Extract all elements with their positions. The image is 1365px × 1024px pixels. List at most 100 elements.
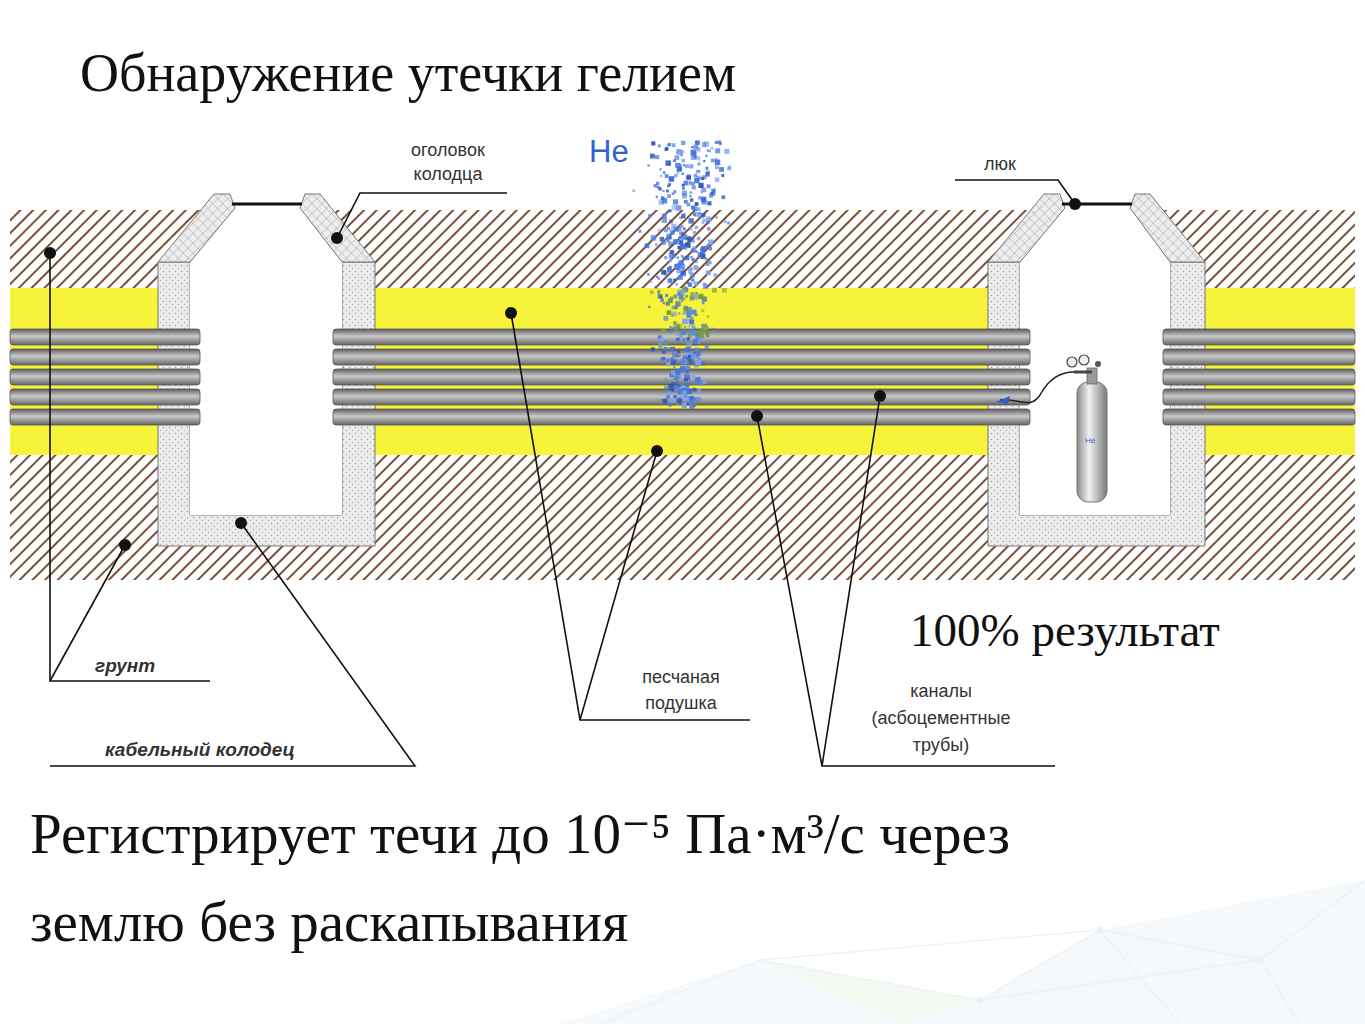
helium-particle [681, 159, 685, 163]
helium-particle [672, 143, 676, 147]
helium-particle [693, 397, 696, 400]
helium-particle [651, 235, 657, 241]
helium-particle [707, 221, 710, 224]
valve-knob [1095, 361, 1101, 367]
helium-particle [699, 294, 704, 299]
helium-particle [660, 175, 663, 178]
helium-particle [668, 298, 673, 303]
helium-particle [661, 357, 665, 361]
helium-particle [691, 248, 695, 252]
helium-particle [701, 191, 703, 193]
leader-line [757, 416, 1055, 766]
helium-particle [683, 338, 685, 340]
helium-particle [657, 229, 660, 232]
helium-particle [691, 325, 695, 329]
helium-particle [678, 236, 683, 241]
helium-particle [716, 216, 718, 218]
helium-particle [675, 369, 680, 374]
helium-particle [669, 253, 674, 258]
part-label: песчаная подушка [618, 664, 744, 716]
helium-particle [662, 198, 667, 203]
helium-particle [674, 264, 679, 269]
helium-particle [689, 267, 693, 271]
helium-particle [701, 324, 706, 329]
helium-particle [671, 314, 673, 316]
helium-particle [685, 295, 687, 297]
helium-particle [690, 318, 692, 320]
valve [1074, 371, 1092, 374]
helium-particle [687, 236, 691, 240]
well-interior [190, 262, 342, 515]
helium-particle [669, 330, 672, 333]
helium-particle [708, 150, 711, 153]
helium-particle [667, 395, 670, 398]
helium-particle [678, 312, 681, 315]
helium-particle [669, 266, 671, 268]
helium-particle [672, 327, 675, 330]
helium-particle [690, 292, 694, 296]
helium-particle [691, 297, 694, 300]
hose-nozzle [996, 396, 1010, 404]
helium-particle [677, 172, 679, 174]
helium-particle [709, 247, 713, 251]
helium-particle [659, 168, 661, 170]
helium-particle [675, 283, 678, 286]
helium-particle [650, 290, 654, 294]
helium-particle [680, 368, 685, 373]
helium-particle [691, 146, 693, 148]
helium-particle [678, 275, 683, 280]
part-label: каналы (асбоцементные трубы) [846, 678, 1036, 759]
helium-particle [673, 199, 678, 204]
helium-particle [670, 210, 672, 212]
helium-particle [666, 160, 671, 165]
helium-particle [706, 315, 709, 318]
helium-particle [702, 325, 707, 330]
helium-particle [694, 178, 699, 183]
helium-particle [706, 217, 711, 222]
helium-particle [694, 353, 699, 358]
helium-particle [691, 182, 694, 185]
helium-particle [693, 265, 698, 270]
helium-particle [696, 360, 702, 366]
helium-particle [705, 155, 707, 157]
helium-particle [689, 227, 693, 231]
helium-particle [705, 345, 709, 349]
helium-particle [667, 391, 671, 395]
helium-particle [715, 165, 719, 169]
helium-particle [662, 357, 665, 360]
helium-particle [705, 172, 709, 176]
helium-particle [662, 350, 666, 354]
helium-particle [688, 218, 693, 223]
asbestos-pipe [1163, 409, 1355, 425]
helium-particle [638, 230, 641, 233]
helium-particle [695, 202, 699, 206]
helium-particle [693, 388, 697, 392]
helium-particle [690, 256, 692, 258]
leader-line [822, 396, 880, 766]
helium-particle [658, 144, 661, 147]
helium-particle [682, 286, 686, 290]
helium-particle [693, 231, 696, 234]
helium-particle [695, 314, 697, 316]
helium-particle [681, 330, 686, 335]
helium-particle [704, 141, 709, 146]
part-label: оголовок колодца [388, 138, 508, 186]
gas-label: He [589, 134, 629, 170]
helium-particle [669, 220, 673, 224]
helium-particle [712, 189, 715, 192]
leader-line [50, 523, 415, 766]
helium-particle [668, 347, 672, 351]
helium-particle [651, 141, 655, 145]
part-label: кабельный колодец [105, 738, 295, 762]
helium-particle [675, 332, 678, 335]
helium-particle [724, 220, 727, 223]
helium-particle [694, 281, 698, 285]
hose [1000, 372, 1074, 403]
helium-particle [677, 398, 682, 403]
helium-particle [679, 232, 682, 235]
helium-particle [677, 166, 682, 171]
helium-particle [669, 259, 672, 262]
helium-particle [677, 375, 681, 379]
helium-particle [727, 222, 730, 225]
helium-particle [696, 156, 700, 160]
